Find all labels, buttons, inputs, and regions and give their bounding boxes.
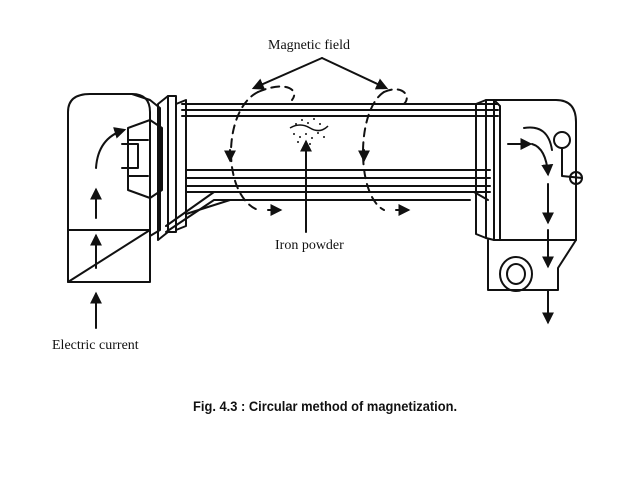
right-tailstock	[487, 99, 577, 291]
test-piece-bar	[181, 103, 499, 193]
bed-rails	[165, 191, 489, 233]
electric-current-label: Electric current	[52, 338, 139, 353]
iron-powder-icon	[289, 118, 329, 145]
current-arrow-curve-right	[531, 143, 554, 177]
iron-powder-label: Iron powder	[275, 238, 344, 253]
magnetic-field-loop-right	[362, 91, 385, 211]
field-label-arrow-right	[321, 57, 389, 90]
current-arrow-curve	[95, 127, 127, 169]
figure-caption: Fig. 4.3 : Circular method of magnetizat…	[193, 398, 458, 414]
left-headstock	[67, 93, 163, 283]
crank-handle-icon	[553, 131, 583, 185]
magnetic-field-label: Magnetic field	[268, 38, 351, 53]
left-contact-plate	[157, 95, 187, 241]
field-label-arrow-left	[251, 57, 323, 90]
wheel-icon	[499, 256, 533, 292]
